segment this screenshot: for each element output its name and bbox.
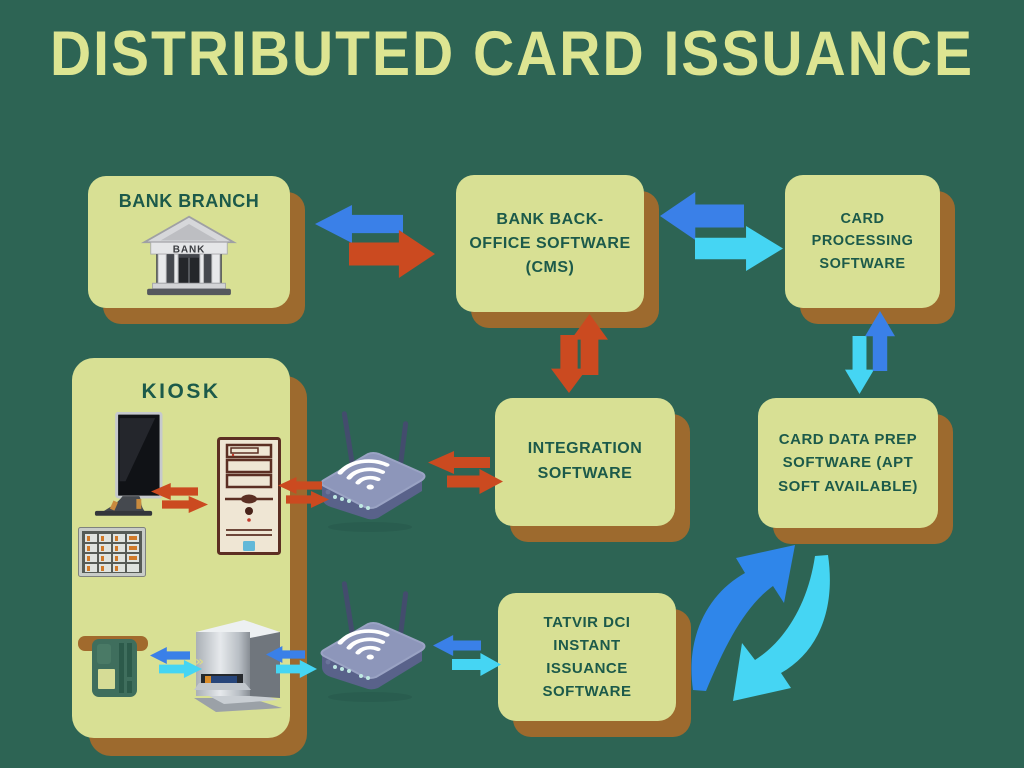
arrow-cardproc-to-cms <box>660 192 744 240</box>
pin-keypad-icon <box>78 527 146 582</box>
node-bank-branch: BANK BRANCH BANK <box>88 176 290 308</box>
node-back-office-software: BANK BACK-OFFICE SOFTWARE (CMS) <box>456 175 644 312</box>
bank-building-icon: BANK <box>137 214 241 301</box>
instant-issuance-label: TATVIR DCI INSTANT ISSUANCE SOFTWARE <box>542 613 632 701</box>
node-instant-issuance-software: TATVIR DCI INSTANT ISSUANCE SOFTWARE <box>498 593 676 721</box>
back-office-label: BANK BACK-OFFICE SOFTWARE (CMS) <box>469 210 631 276</box>
kiosk-label: KIOSK <box>141 380 221 403</box>
node-card-processing-software: CARD PROCESSING SOFTWARE <box>785 175 940 308</box>
arrow-dataprep-to-cardproc <box>865 311 895 371</box>
page-title: DISTRIBUTED CARD ISSUANCE <box>49 19 975 90</box>
arrow-cardproc-to-dataprep <box>845 336 874 394</box>
wifi-router-icon <box>310 575 430 710</box>
card-processing-label: CARD PROCESSING SOFTWARE <box>811 210 914 272</box>
bank-branch-label: BANK BRANCH <box>118 191 260 211</box>
integration-label: INTEGRATION SOFTWARE <box>527 440 643 482</box>
card-printer-icon: » <box>188 610 288 719</box>
arrow-router2-to-tatvir <box>452 653 501 676</box>
arrow-cms-to-cardproc <box>695 226 783 271</box>
arrow-tatvir-to-router2 <box>433 635 481 656</box>
svg-text:»: » <box>195 654 204 670</box>
curved-arrow-up-icon <box>691 545 795 691</box>
pc-tower-icon <box>217 437 281 560</box>
arrow-cms-to-bank-branch <box>315 205 403 243</box>
bank-sign-text: BANK <box>173 244 206 255</box>
node-integration-software: INTEGRATION SOFTWARE <box>495 398 675 526</box>
kiosk-terminal-icon <box>90 411 164 521</box>
curved-arrow-down-icon <box>733 555 830 701</box>
curved-exchange-arrows <box>685 540 845 750</box>
wifi-router-icon <box>310 405 430 540</box>
arrow-bank-branch-to-cms <box>349 230 435 278</box>
card-data-prep-label: CARD DATA PREP SOFTWARE (APT SOFT AVAILA… <box>778 431 918 495</box>
card-slot-icon <box>78 632 150 705</box>
node-card-data-prep-software: CARD DATA PREP SOFTWARE (APT SOFT AVAILA… <box>758 398 938 528</box>
